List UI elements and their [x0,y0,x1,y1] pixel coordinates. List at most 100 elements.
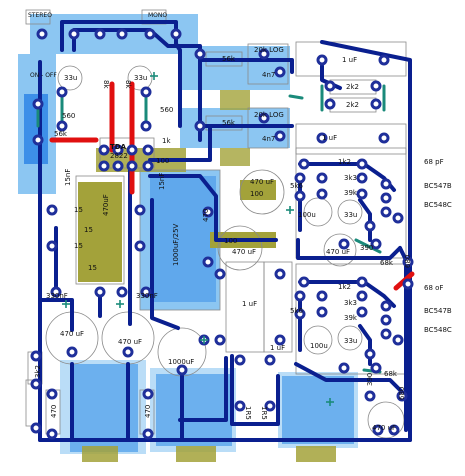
pad [402,256,414,268]
label-c-1uf-b2: 1 uF [270,344,286,352]
label-c-1000uf-25v: 1000uF/25V [172,223,180,266]
jumper-teal-8 [288,94,304,100]
label-pot-20k-log-2: 20k LOG [254,111,284,119]
pad [264,354,276,366]
fill-olive-big [78,182,122,282]
pad [364,390,376,402]
pad [94,286,106,298]
trace-center-down2 [150,198,180,330]
label-c-1uf-b1: 1 uF [242,300,258,308]
label-r-1r5-1: 1R5 [244,406,252,420]
pad [324,98,336,110]
pad [396,390,408,402]
label-r-15-2: 15 [74,242,83,250]
label-r-5k6-1: 5k6 [290,182,303,190]
pad [370,98,382,110]
pad [274,130,286,142]
label-c-470uf-3: 470 uF [250,178,275,186]
label-r-680-1: 680 [404,254,412,268]
label-r-680-2: 680 [398,386,406,400]
pad [126,160,138,172]
pad [142,160,154,172]
trace-right-mid [296,238,402,260]
pad [274,268,286,280]
label-c-33u-4: 33u [344,337,358,345]
pad [316,54,328,66]
label-c-68of: 68 oF [424,284,444,292]
pad [316,132,328,144]
outline-r56k-mid [205,115,243,131]
pad [142,144,154,156]
pad [298,276,310,288]
label-c-470uf-1: 470 uF [60,330,85,338]
outline-pot1 [247,43,289,85]
label-c-15nf-2: 15nF [158,172,166,190]
label-r-39k-2: 39k [344,314,357,322]
trace-left-caps [38,298,74,332]
pad [380,192,392,204]
pad [294,308,306,320]
label-r-3k3-2: 3k3 [344,299,357,307]
fill-olive-bottom3 [296,446,336,462]
label-c-15nf-1: 15nF [64,168,72,186]
label-r-100-1: 100 [156,157,170,165]
pad [202,256,214,268]
label-r-3k2: 3k2 [34,365,42,378]
label-bc548c-1: BC548C [424,201,452,209]
pad [32,134,44,146]
pad [370,238,382,250]
fill-bottom-right-lt [278,372,358,448]
label-r-1k2-1: 1k2 [338,158,351,166]
fill-olive-pot1 [220,90,250,110]
label-r56k-mid: 56k [222,119,235,127]
pad [402,278,414,290]
pad [144,28,156,40]
label-r-100-3: 100 [224,237,238,245]
label-tda: TDA [110,143,127,151]
label-r-470-1: 470 [202,208,210,222]
pad [294,190,306,202]
label-c-4n7-2: 4n7 [262,135,276,143]
pad [316,290,328,302]
pad [234,400,246,412]
fill-olive-pot2 [220,148,250,166]
pad [98,144,110,156]
label-r-3k3-1: 3k3 [344,174,357,182]
pad [316,188,328,200]
trace-transistor-2 [298,280,396,308]
pad [36,28,48,40]
trace-bottom-right [294,362,408,398]
label-r-470-3: 470 [144,404,152,418]
pad [68,28,80,40]
outline-1uf-b2 [263,261,293,353]
label-c-33u-3: 33u [344,211,358,219]
label-c-100u-2: 100u [310,342,328,350]
pad [274,334,286,346]
pad [380,178,392,190]
label-c-4n7-1: 4n7 [262,71,276,79]
trace-tda-out [148,124,212,162]
label-pot-20k-log-1: 20k LOG [254,46,284,54]
pad [388,424,400,436]
label-stereo: STEREO [28,12,52,19]
fill-olive-bottom2 [176,446,216,462]
pad [274,66,286,78]
pad [46,428,58,440]
label-r-5k6-2: 5k6 [290,307,303,315]
label-r-1k2-2: 1k2 [338,283,351,291]
pad [392,334,404,346]
pad [356,276,368,288]
trace-right-bus [320,40,412,442]
pad [370,362,382,374]
cap-33u-1 [57,65,83,91]
pad [46,388,58,400]
label-r-470-2: 470 [50,404,58,418]
pad [380,206,392,218]
pad [392,212,404,224]
label-c-470uf-4: 470 uF [232,248,257,256]
label-on-off: ON - OFF [30,72,57,79]
cap-33u-4 [337,325,363,351]
outline-470uf-v [75,175,125,285]
label-c-1000uf: 1000uF [168,358,195,366]
label-r-15-4: 15 [88,264,97,272]
